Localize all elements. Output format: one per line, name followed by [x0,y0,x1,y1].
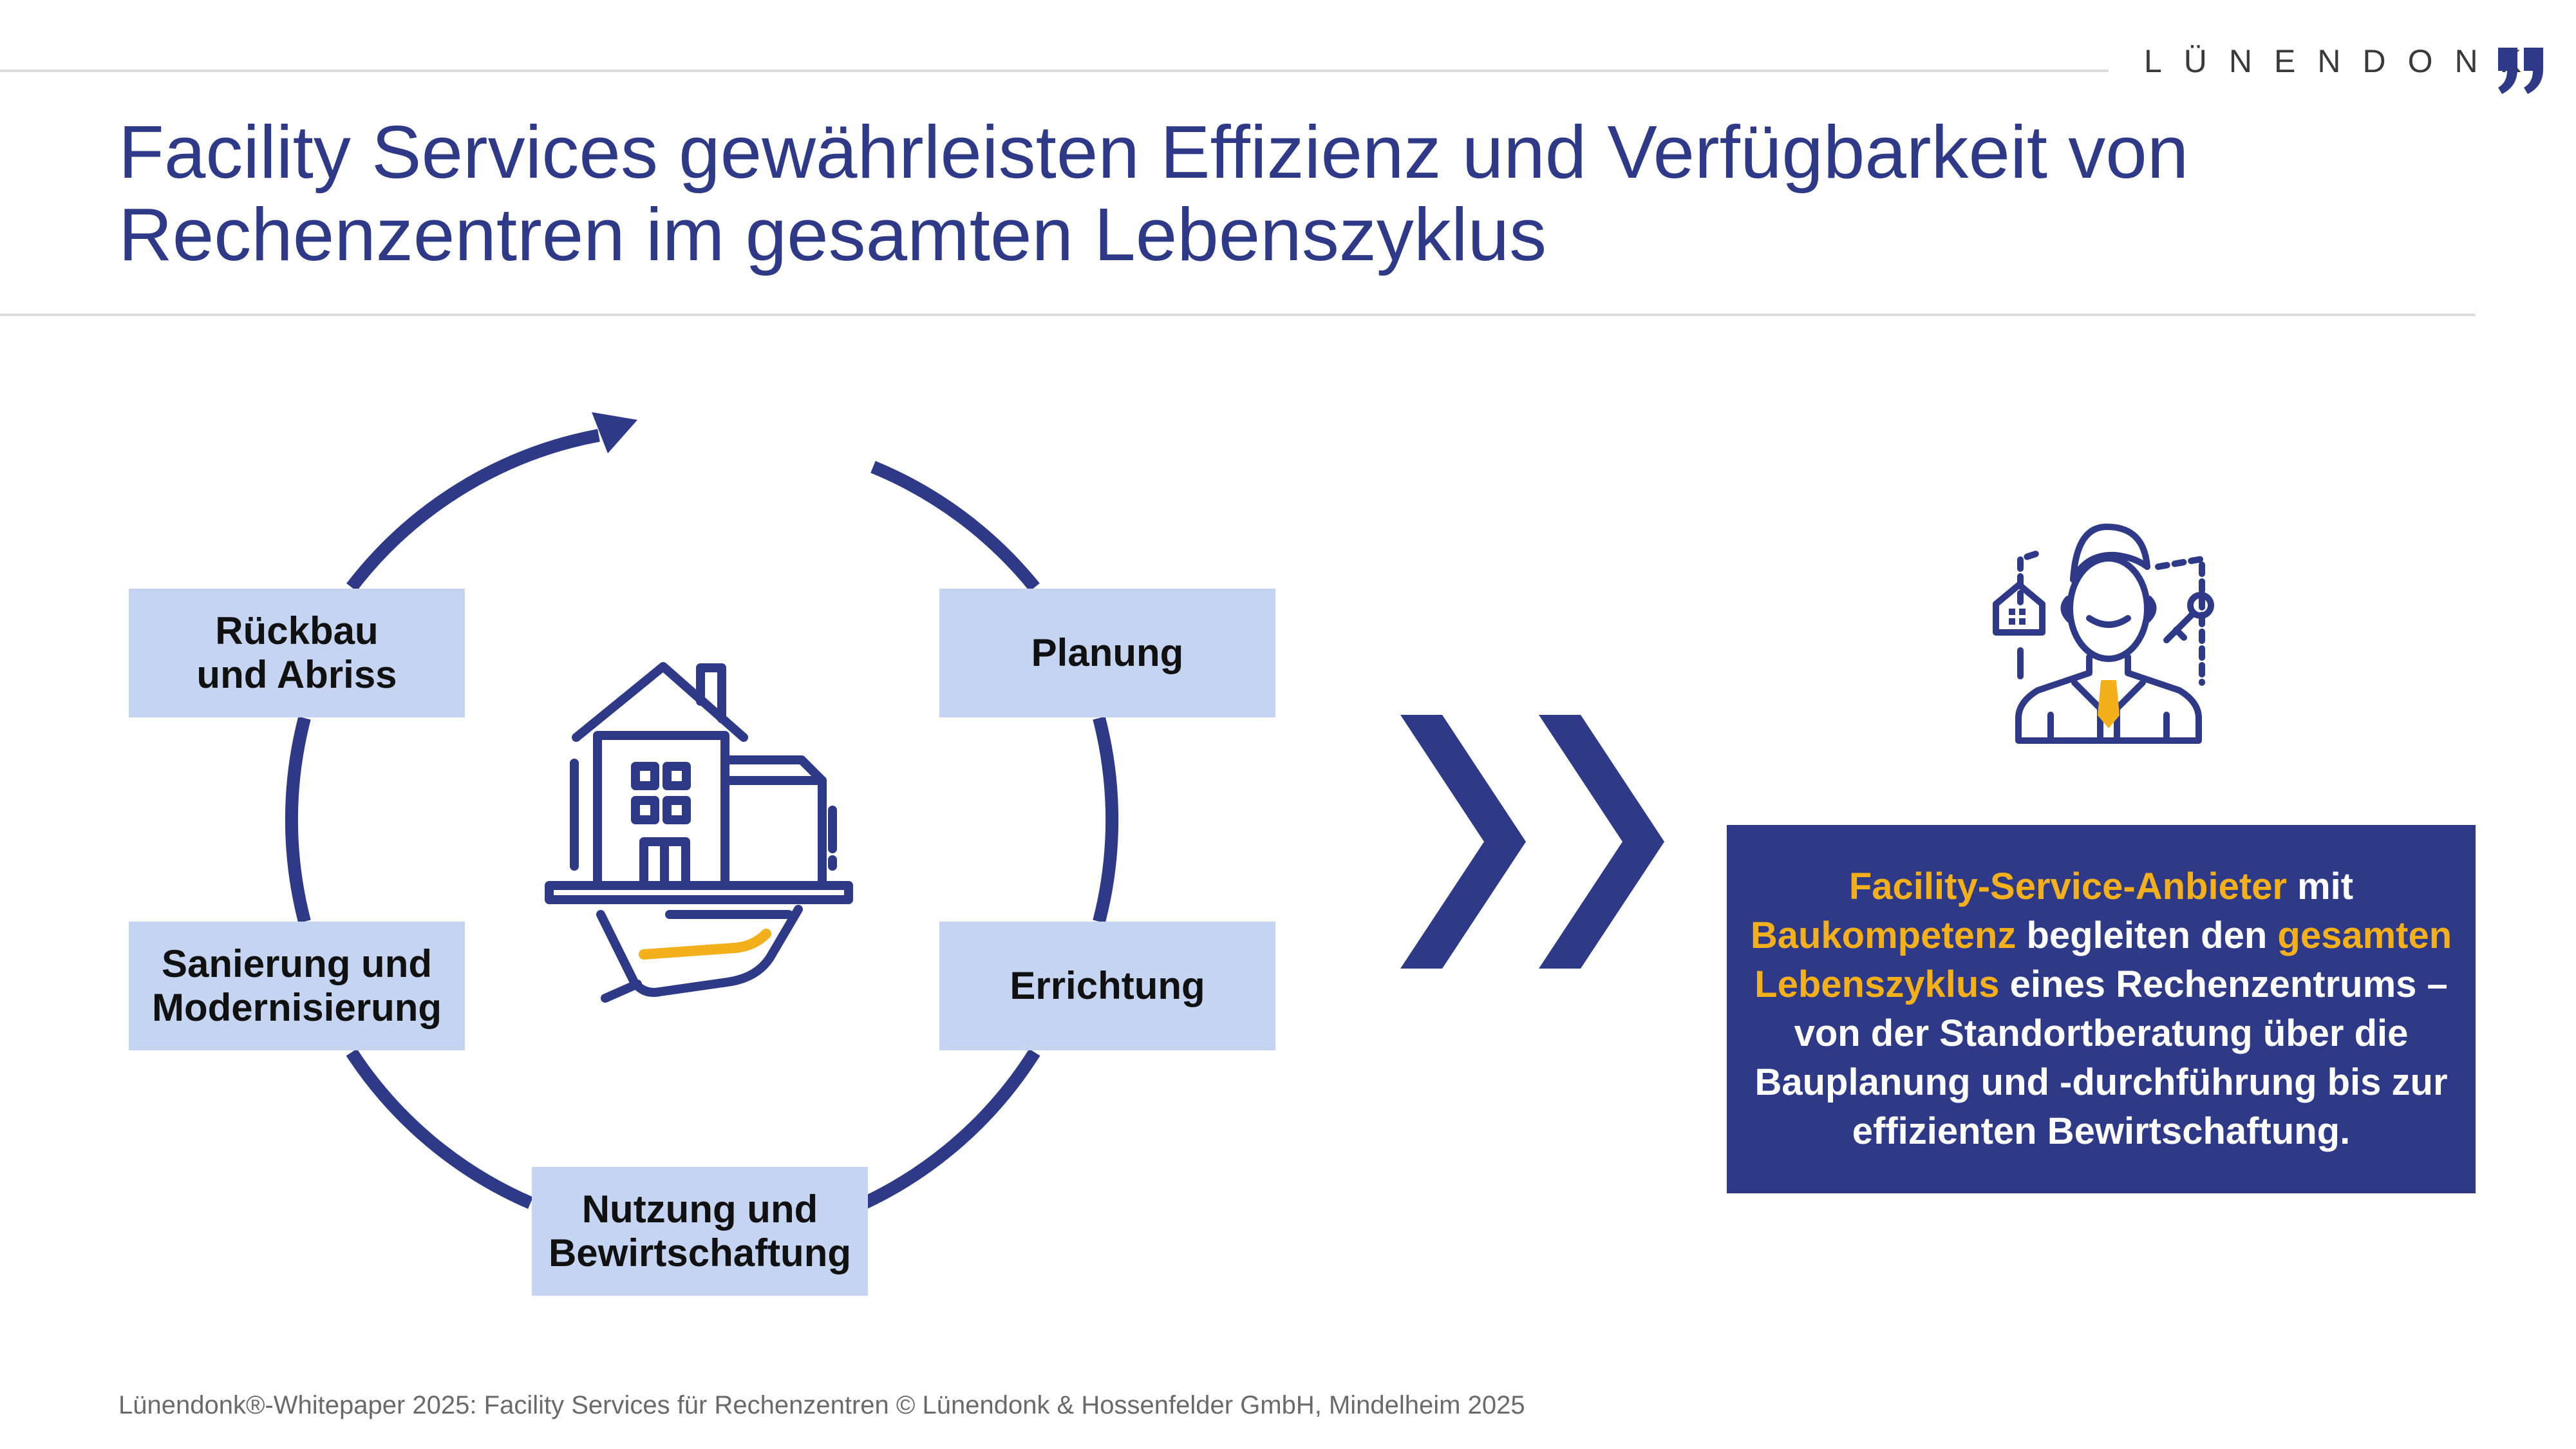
title-line-2: Rechenzentren im gesamten Lebenszyklus [118,193,1547,276]
top-divider [0,70,2109,72]
step-sanierung-modernisierung: Sanierung und Modernisierung [129,922,465,1050]
step-label: Planung [1031,631,1184,674]
house-on-hand-icon [545,662,853,1003]
info-text-part: mit [2287,866,2354,907]
quote-mark-icon [2498,48,2543,94]
title-divider [0,314,2476,316]
info-text-part: eines Rechenzentrums – von der Standortb… [1754,963,2448,1152]
step-planung: Planung [939,589,1275,717]
info-highlight: Facility-Service-Anbieter [1848,866,2287,907]
step-label: Rückbau und Abriss [196,609,397,696]
info-text-part: begleiten den [2016,914,2278,956]
page-title: Facility Services gewährleisten Effizien… [118,111,2436,276]
info-highlight: gesamten Lebenszyklus [1754,914,2452,1005]
info-highlight: Baukompetenz [1750,914,2017,956]
step-rueckbau-abriss: Rückbau und Abriss [129,589,465,717]
title-line-1: Facility Services gewährleisten Effizien… [118,110,2189,194]
footer-copyright: Lünendonk®-Whitepaper 2025: Facility Ser… [118,1391,1525,1419]
double-chevron-right-icon [1400,715,1664,969]
consultant-with-house-and-key-icon [1993,524,2214,744]
step-label: Nutzung und Bewirtschaftung [548,1188,852,1274]
cycle-arrow-icon [285,412,1119,1209]
step-errichtung: Errichtung [939,922,1275,1050]
info-box: Facility-Service-Anbieter mit Baukompete… [1727,825,2476,1193]
logo-wordmark: LÜNENDONK [2144,43,2543,79]
step-nutzung-bewirtschaftung: Nutzung und Bewirtschaftung [532,1167,868,1296]
info-text: Facility-Service-Anbieter mit Baukompete… [1738,862,2465,1156]
step-label: Errichtung [1010,964,1205,1007]
step-label: Sanierung und Modernisierung [151,942,442,1029]
